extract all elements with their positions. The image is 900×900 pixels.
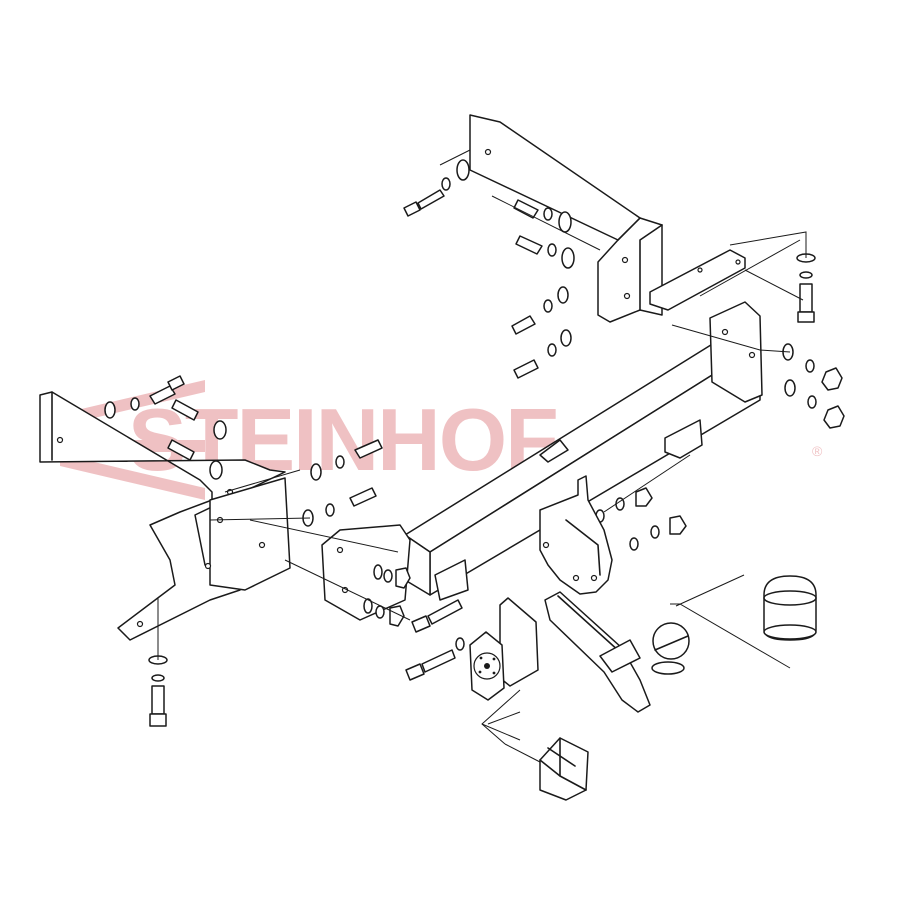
tow-ball-neck: [544, 591, 690, 713]
left-nut-upper: [373, 564, 411, 589]
center-bolt-lower: [411, 599, 463, 633]
left-bolt-4: [310, 439, 383, 481]
right-nut-upper: [782, 343, 843, 391]
tow-ball-cover: [763, 575, 817, 641]
left-bolt-3: [167, 439, 223, 480]
nuts-and-washers: [363, 343, 845, 633]
left-bolt-2: [171, 399, 227, 440]
electrical-socket-plate: [405, 597, 539, 701]
left-bolt-1: [104, 375, 185, 419]
registered-mark: ®: [812, 443, 823, 459]
right-nut-lower: [784, 379, 845, 429]
left-nut-lower: [363, 598, 405, 627]
bolt-3: [515, 235, 575, 269]
right-bracket-bolts: [403, 159, 816, 379]
center-nut-1: [595, 487, 653, 523]
vertical-bolt-right: [796, 253, 816, 323]
vertical-bolt-left: [148, 655, 168, 727]
main-cross-beam: [321, 301, 763, 621]
left-bracket-bolts: [104, 375, 383, 727]
bolt-5: [513, 329, 572, 379]
electrical-plug: [504, 737, 589, 801]
leader-lines: [157, 149, 807, 745]
drop-bracket: [539, 475, 613, 595]
right-mounting-bracket: [469, 114, 746, 323]
bolt-4: [511, 286, 569, 335]
bolt-1: [403, 159, 470, 217]
left-mounting-bracket: [39, 391, 291, 641]
bolt-2: [513, 199, 572, 233]
center-nut-2: [629, 515, 687, 551]
left-bolt-5: [302, 487, 377, 527]
